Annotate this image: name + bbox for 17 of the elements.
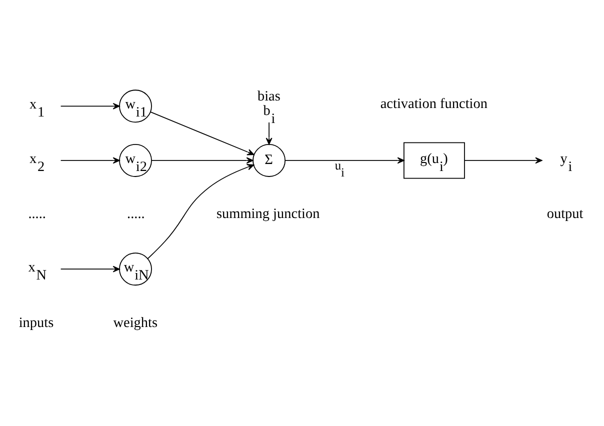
label: ..... [28,206,46,222]
arrow [284,157,404,164]
node-circle: Σ [252,144,286,177]
arrow [60,157,120,164]
label: ..... [127,206,145,222]
node-label: summing junction [216,206,320,222]
arrow [150,112,254,156]
node-label: output [546,206,584,222]
arrow [60,102,120,110]
arrow [147,164,254,260]
label: weights [113,314,158,331]
arrow [464,157,542,164]
arrow [151,157,254,164]
arrow [266,122,272,145]
node-label: activation function [380,96,488,112]
arrow [60,266,120,272]
label: inputs [18,314,54,331]
